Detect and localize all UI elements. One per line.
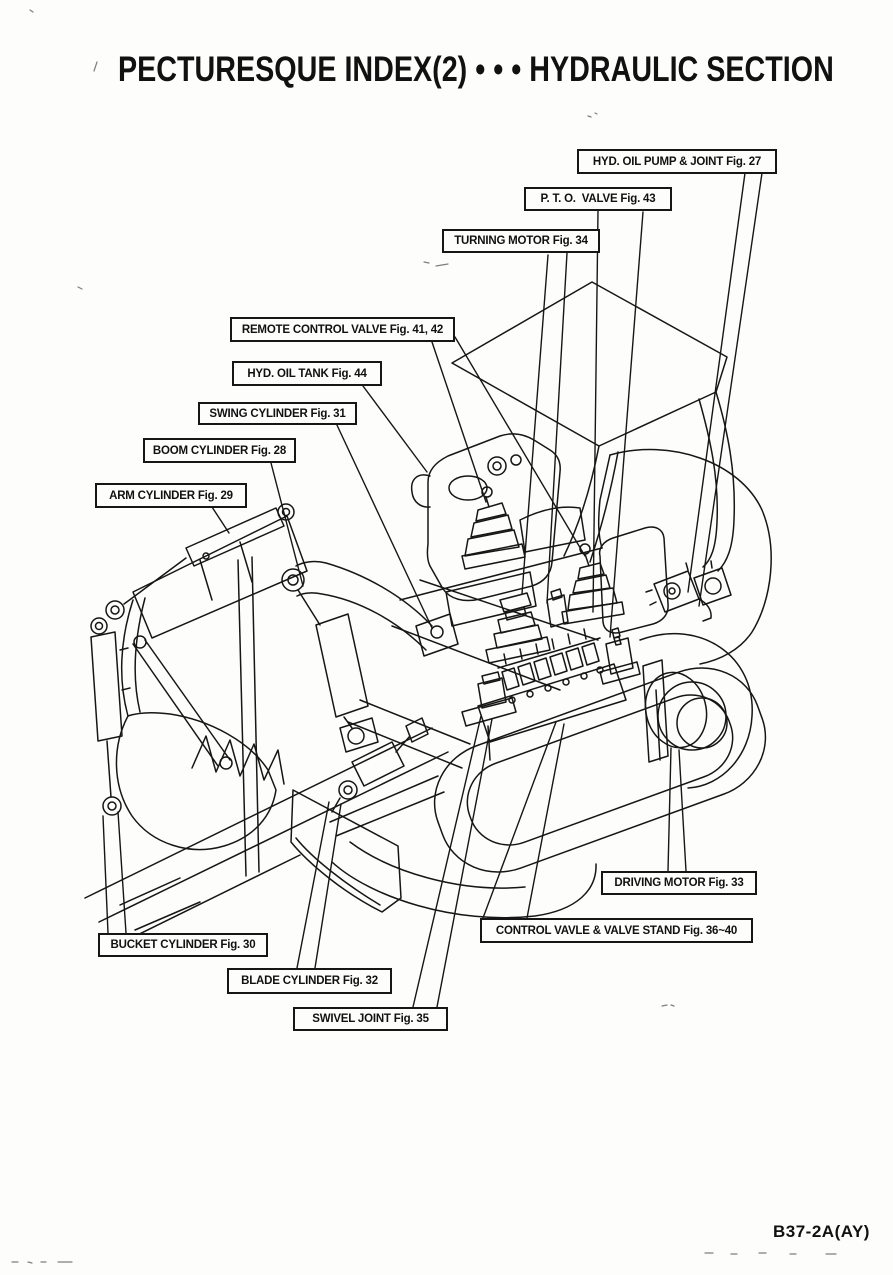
leader-turning-1 bbox=[521, 254, 549, 595]
leader-pto-1 bbox=[592, 210, 599, 613]
leader-lines bbox=[102, 172, 763, 1008]
bucket-teeth bbox=[191, 735, 285, 785]
canopy-roof bbox=[451, 281, 728, 447]
callout-swing-cylinder: SWING CYLINDER Fig. 31 bbox=[198, 402, 357, 425]
control-valve-stand bbox=[477, 628, 627, 743]
callout-turning-motor: TURNING MOTOR Fig. 34 bbox=[442, 229, 600, 253]
leader-blade-2 bbox=[314, 803, 342, 969]
leader-pump-2 bbox=[698, 172, 763, 607]
arm bbox=[132, 515, 308, 639]
driving-motor bbox=[642, 659, 728, 763]
swivel-joint bbox=[461, 671, 517, 761]
leader-tank bbox=[362, 385, 428, 473]
leader-remote-2 bbox=[454, 336, 586, 557]
leader-driving-2 bbox=[678, 749, 687, 872]
callout-pto-valve: P. T. O. VALVE Fig. 43 bbox=[524, 187, 672, 211]
leader-swivel-2 bbox=[436, 718, 493, 1008]
leader-driving-1 bbox=[667, 747, 672, 872]
pto-valve bbox=[599, 627, 641, 685]
callout-arm-cylinder: ARM CYLINDER Fig. 29 bbox=[95, 483, 247, 508]
leader-swivel-1 bbox=[412, 715, 482, 1008]
callout-control-valve-stand: CONTROL VAVLE & VALVE STAND Fig. 36~40 bbox=[480, 918, 753, 943]
leader-bucket-1 bbox=[102, 815, 109, 934]
callout-swivel-joint: SWIVEL JOINT Fig. 35 bbox=[293, 1007, 448, 1031]
bucket bbox=[115, 711, 285, 851]
callout-blade-cylinder: BLADE CYLINDER Fig. 32 bbox=[227, 968, 392, 994]
leader-arm-cyl bbox=[211, 506, 230, 534]
leader-control-1 bbox=[482, 721, 557, 919]
leader-bucket-2 bbox=[117, 811, 127, 934]
bucket-cylinder bbox=[90, 617, 131, 816]
callout-boom-cylinder: BOOM CYLINDER Fig. 28 bbox=[143, 438, 296, 463]
arm-cylinder bbox=[105, 503, 295, 620]
callout-driving-motor: DRIVING MOTOR Fig. 33 bbox=[601, 871, 757, 895]
leader-boom-cyl bbox=[270, 462, 304, 587]
page-title: PECTURESQUE INDEX(2) • • • HYDRAULIC SEC… bbox=[118, 50, 834, 89]
canopy-pillars bbox=[563, 391, 736, 572]
scan-artifacts bbox=[11, 9, 837, 1264]
tank-handle bbox=[410, 474, 431, 508]
callout-bucket-cylinder: BUCKET CYLINDER Fig. 30 bbox=[98, 933, 268, 957]
frame-lines bbox=[84, 556, 471, 948]
blade bbox=[290, 775, 445, 913]
leader-pump-1 bbox=[687, 172, 746, 593]
hydraulic-oil-tank bbox=[410, 433, 561, 627]
boom bbox=[281, 560, 459, 657]
leader-remote-1 bbox=[431, 341, 487, 503]
blade-cylinder bbox=[331, 717, 429, 813]
leader-turning-2 bbox=[546, 252, 568, 604]
callout-remote-control-valve: REMOTE CONTROL VALVE Fig. 41, 42 bbox=[230, 317, 455, 342]
leader-blade-1 bbox=[296, 801, 330, 969]
crawler-track-left bbox=[331, 841, 597, 919]
leader-control-2 bbox=[526, 723, 565, 919]
leader-swing bbox=[335, 422, 433, 629]
bucket-linkage bbox=[120, 597, 233, 770]
turning-motor bbox=[485, 588, 569, 664]
boom-cylinder bbox=[297, 589, 379, 753]
crawler-track-right bbox=[433, 667, 767, 873]
callout-hyd-oil-tank: HYD. OIL TANK Fig. 44 bbox=[232, 361, 382, 386]
part-number: B37-2A(AY) bbox=[773, 1222, 870, 1241]
callout-hyd-oil-pump-joint: HYD. OIL PUMP & JOINT Fig. 27 bbox=[577, 149, 777, 174]
leader-pto-2 bbox=[609, 211, 644, 638]
